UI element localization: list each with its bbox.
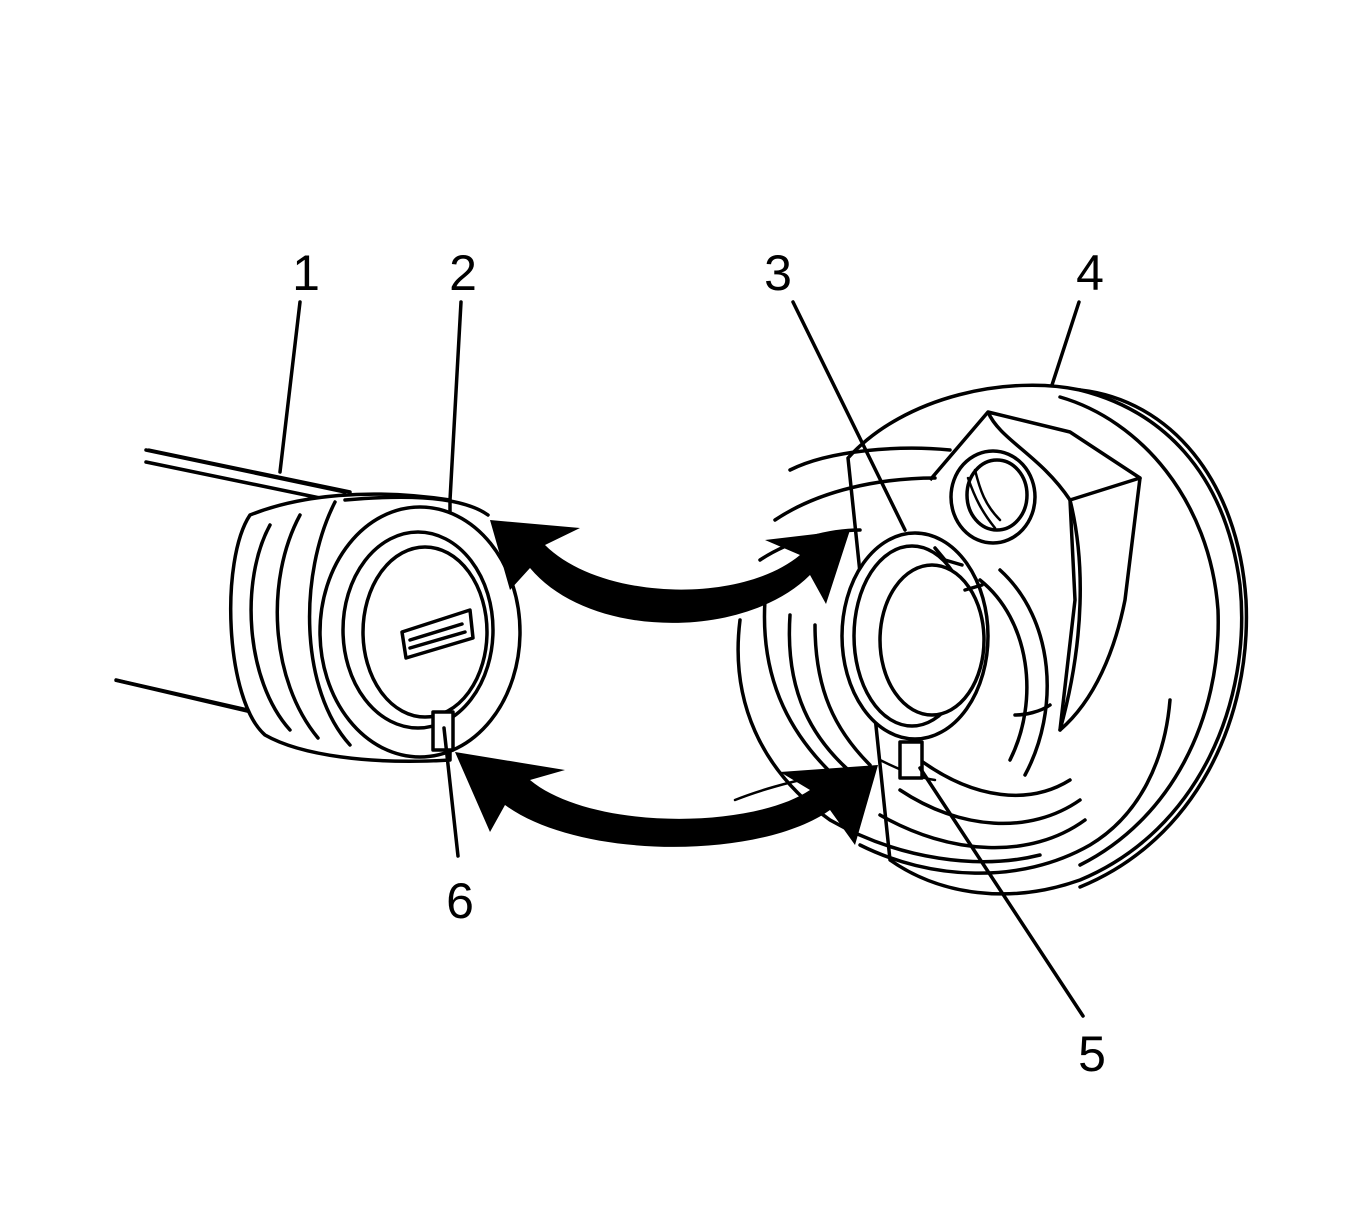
leader-line-3: [791, 300, 907, 532]
callout-3: 3: [764, 245, 792, 301]
callout-6: 6: [446, 873, 474, 929]
callout-labels: 1 2 3 4 5 6: [292, 245, 1106, 1082]
leader-line-1: [278, 300, 302, 474]
callout-2: 2: [449, 245, 477, 301]
callout-4: 4: [1076, 245, 1104, 301]
alignment-arrows: [455, 520, 878, 847]
leader-line-2: [448, 300, 463, 502]
leader-lines: [278, 300, 1085, 1018]
lower-alignment-arrow: [455, 752, 878, 847]
callout-5: 5: [1078, 1026, 1106, 1082]
upper-alignment-arrow: [490, 520, 850, 623]
leader-line-4: [1050, 300, 1081, 387]
intermediate-shaft-assembly: [114, 448, 522, 763]
housing-assembly: [733, 383, 1249, 896]
leader-line-5: [918, 766, 1085, 1018]
callout-1: 1: [292, 245, 320, 301]
leader-line-6: [442, 726, 460, 858]
